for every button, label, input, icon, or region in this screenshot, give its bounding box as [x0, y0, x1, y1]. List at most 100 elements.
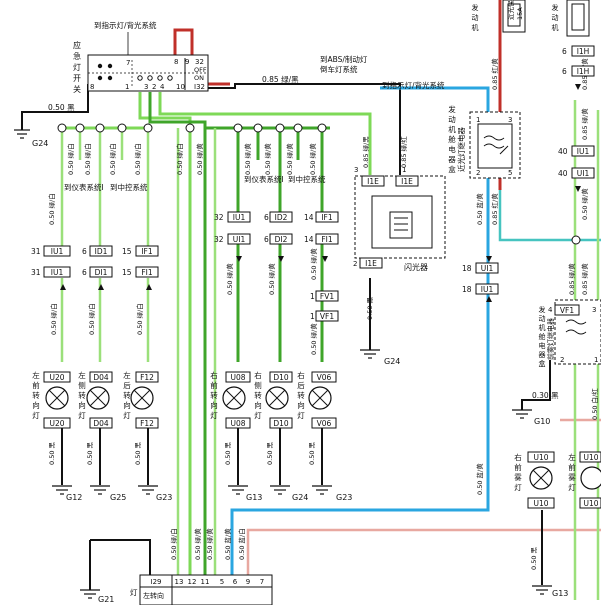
engine-box-labels-top: 发动机 发动机: [472, 3, 559, 32]
svg-text:电: 电: [539, 341, 546, 350]
svg-text:0.85 绿/黄: 0.85 绿/黄: [567, 263, 576, 295]
svg-text:G25: G25: [110, 493, 126, 502]
svg-text:ID1: ID1: [95, 247, 108, 256]
svg-text:3: 3: [144, 83, 148, 91]
svg-text:0.50 蓝/白: 0.50 蓝/白: [237, 528, 246, 560]
svg-text:32: 32: [214, 235, 224, 244]
lamp-right-side-turn: D10 D10 右 侧 转 向 灯: [254, 370, 293, 429]
svg-text:发: 发: [552, 3, 559, 12]
svg-text:向: 向: [78, 400, 86, 410]
svg-text:6: 6: [233, 578, 238, 586]
svg-text:应: 应: [73, 40, 81, 50]
svg-text:灯: 灯: [254, 410, 262, 420]
dkgreen-bus-mid: [148, 92, 330, 130]
pink-wire-bottom: [246, 528, 601, 575]
svg-text:灯: 灯: [297, 410, 305, 420]
svg-text:FI1: FI1: [141, 268, 153, 277]
svg-text:ID2: ID2: [275, 213, 288, 222]
svg-text:右: 右: [297, 370, 305, 380]
connector-pair-if1-fi1-right: 14 IF1 14 FI1: [304, 211, 339, 245]
svg-text:0.85 绿/黄: 0.85 绿/黄: [580, 108, 589, 140]
svg-text:盒: 盒: [448, 164, 456, 174]
svg-text:18: 18: [462, 285, 472, 294]
red-wire-switch-loop: [173, 28, 194, 58]
emergency-switch-label: 应 急 灯 开 关: [73, 40, 81, 94]
svg-text:G24: G24: [384, 357, 400, 366]
svg-text:6: 6: [82, 268, 87, 277]
svg-text:0.85 红/黄: 0.85 红/黄: [490, 58, 499, 90]
svg-text:I32: I32: [194, 83, 205, 91]
svg-text:G13: G13: [246, 493, 262, 502]
green-wire-to-flasher: [158, 92, 372, 175]
connector-pair-id2-di2: 6 ID2 6 DI2: [264, 211, 293, 245]
svg-text:14: 14: [304, 235, 314, 244]
svg-text:32: 32: [195, 58, 204, 66]
ground-g24-top: G24: [14, 129, 48, 148]
svg-text:IU1: IU1: [233, 213, 246, 222]
svg-text:G24: G24: [32, 139, 48, 148]
svg-text:后: 后: [123, 380, 131, 390]
svg-text:左: 左: [568, 452, 576, 462]
svg-text:5: 5: [220, 578, 224, 586]
emergency-switch[interactable]: 7 8 9 32 OFF ON 8 1 3 2 4 10 I32: [87, 54, 209, 92]
svg-text:U20: U20: [49, 373, 64, 382]
svg-text:31: 31: [31, 247, 41, 256]
svg-text:到仪表系统I: 到仪表系统I: [244, 174, 284, 184]
svg-text:FV1: FV1: [320, 292, 334, 301]
svg-text:0.85 绿/黑: 0.85 绿/黑: [361, 136, 370, 168]
svg-text:D04: D04: [93, 373, 109, 382]
svg-text:器: 器: [539, 351, 546, 359]
svg-text:U10: U10: [583, 453, 598, 462]
svg-text:U10: U10: [533, 499, 548, 508]
svg-text:7: 7: [126, 59, 130, 67]
svg-text:2: 2: [476, 169, 480, 177]
svg-text:舱: 舱: [448, 134, 456, 144]
svg-text:7: 7: [260, 578, 264, 586]
svg-text:0.50 绿/黄: 0.50 绿/黄: [309, 248, 318, 280]
svg-text:机: 机: [448, 124, 456, 134]
svg-text:0.85 绿/红: 0.85 绿/红: [399, 136, 408, 168]
svg-text:4: 4: [548, 306, 553, 314]
black-g21-branch: [90, 539, 151, 575]
black-g10: [521, 360, 551, 410]
svg-text:近光保险: 近光保险: [506, 0, 515, 20]
svg-text:转: 转: [210, 390, 218, 400]
svg-text:1: 1: [310, 292, 315, 301]
svg-text:转: 转: [123, 390, 131, 400]
svg-text:F12: F12: [140, 419, 154, 428]
svg-text:0.50 黑: 0.50 黑: [366, 296, 374, 320]
svg-text:IU1: IU1: [51, 247, 64, 256]
svg-text:1: 1: [402, 166, 406, 174]
splice-points: [57, 123, 581, 245]
svg-text:右: 右: [254, 370, 262, 380]
svg-text:U20: U20: [49, 419, 64, 428]
svg-text:器: 器: [448, 155, 456, 164]
svg-text:向: 向: [210, 400, 218, 410]
arrow-markers: [60, 84, 581, 302]
svg-text:32: 32: [214, 213, 224, 222]
svg-text:3: 3: [354, 166, 358, 174]
svg-text:2: 2: [152, 83, 156, 91]
svg-text:灯: 灯: [568, 482, 576, 492]
label-to-abs: 到ABS/制动灯: [320, 54, 368, 64]
svg-text:8: 8: [90, 83, 94, 91]
low-beam-relay: 1 3 2 5 近光灯继电器: [456, 111, 521, 179]
svg-text:左: 左: [123, 370, 131, 380]
lamp-right-front-fog: U10 U10 右 前 雾 灯: [514, 451, 555, 509]
svg-text:转: 转: [32, 390, 40, 400]
svg-text:1: 1: [310, 312, 315, 321]
svg-text:G21: G21: [98, 595, 114, 604]
svg-text:前: 前: [568, 462, 576, 472]
svg-text:IF1: IF1: [321, 213, 333, 222]
svg-text:左: 左: [32, 370, 40, 380]
svg-text:0.50 绿/黄: 0.50 绿/黄: [243, 143, 252, 175]
svg-text:I1E: I1E: [401, 177, 413, 186]
svg-text:0.50 绿/黄: 0.50 绿/黄: [309, 323, 318, 355]
svg-text:6: 6: [264, 213, 269, 222]
svg-text:G23: G23: [336, 493, 352, 502]
svg-text:I1H: I1H: [577, 67, 590, 76]
svg-text:U10: U10: [583, 499, 598, 508]
lamp-left-front-turn: U20 U20 左 前 转 向 灯: [32, 370, 71, 429]
bottom-connector-i29: I29 13 12 11 5 6 9 7 左转向 灯: [130, 574, 273, 605]
